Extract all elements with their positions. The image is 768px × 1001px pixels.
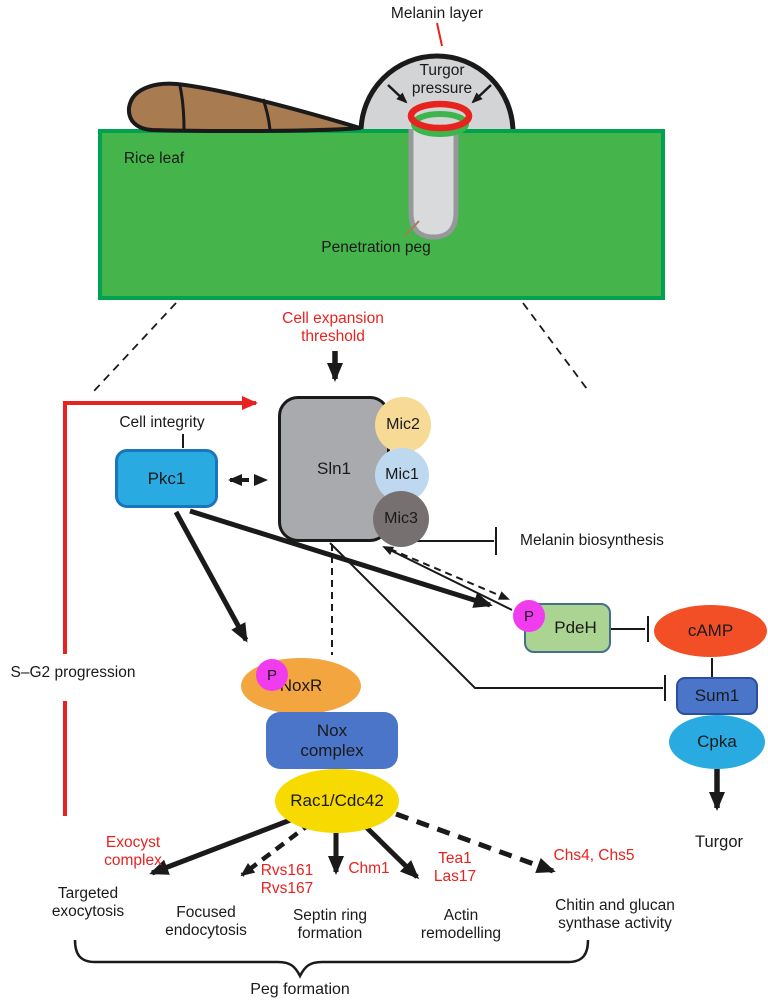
septin-ring-label: Septin ring formation (292, 907, 368, 942)
turgor-arrow-left (387, 84, 408, 104)
conidium-shape (126, 81, 362, 134)
pkc1-node: Pkc1 (115, 449, 218, 508)
turgor-output-label: Turgor (695, 833, 743, 851)
sum1-label: Sum1 (694, 686, 740, 705)
rice-leaf-label: Rice leaf (123, 150, 185, 167)
rac1-cdc42-node: Rac1/Cdc42 (275, 769, 399, 833)
phospho-label: P (266, 666, 277, 684)
cpka-node: Cpka (669, 715, 765, 769)
rice-leaf-shape (98, 129, 665, 300)
chitin-glucan-label: Chitin and glucan synthase activity (555, 897, 675, 932)
noxr-phospho-badge: P (256, 659, 288, 691)
rac-endocytosis-dashed-arrow (240, 821, 313, 877)
turgor-arrow-right (471, 84, 492, 104)
sln1-label: Sln1 (316, 459, 352, 478)
conidium-septum-1 (178, 85, 186, 131)
nox-complex-label: Nox complex (300, 720, 364, 760)
pdeh-phospho-badge: P (513, 600, 545, 632)
mic1-label: Mic1 (385, 466, 419, 483)
cpka-label: Cpka (697, 732, 737, 751)
actin-remodelling-label: Actin remodelling (420, 907, 502, 942)
melanin-pointer-line (436, 22, 443, 47)
nox-complex-node: Nox complex (266, 712, 398, 769)
rac-actin-arrow (364, 825, 420, 880)
pkc1-pdeh-arrow (189, 508, 493, 608)
appressorium-dome (358, 53, 516, 135)
peg-formation-label: Peg formation (250, 981, 350, 998)
tea1-las17-label: Tea1 Las17 (433, 850, 477, 885)
cell-integrity-label: Cell integrity (119, 414, 205, 431)
noxr-label: NoxR (279, 676, 323, 695)
camp-label: cAMP (687, 621, 734, 640)
exocyst-complex-label: Exocyst complex (104, 834, 162, 869)
sg2-progression-label: S–G2 progression (10, 664, 136, 681)
cell-expansion-threshold-label: Cell expansion threshold (282, 310, 384, 345)
targeted-exocytosis-label: Targeted exocytosis (51, 885, 125, 920)
rvs-label: Rvs161 Rvs167 (260, 862, 314, 897)
melanin-layer-label: Melanin layer (390, 5, 484, 22)
sg2-progression-path (63, 403, 256, 816)
appressorium-pore-ring-red (407, 100, 473, 132)
mic3-label: Mic3 (384, 510, 418, 527)
melanin-biosynthesis-label: Melanin biosynthesis (520, 532, 664, 549)
rac-chitin-dashed-arrow (395, 811, 556, 874)
turgor-pressure-label: Turgor pressure (411, 62, 473, 97)
rac-exocytosis-arrow (149, 816, 294, 876)
penetration-peg-shape (408, 129, 459, 240)
mic2-node: Mic2 (375, 397, 431, 453)
sln1-node: Sln1 (278, 396, 390, 542)
pkc1-label: Pkc1 (147, 468, 186, 488)
rac1-cdc42-label: Rac1/Cdc42 (290, 791, 384, 810)
focused-endocytosis-label: Focused endocytosis (165, 904, 247, 939)
sum1-node: Sum1 (676, 677, 758, 715)
chm1-label: Chm1 (348, 860, 390, 877)
mic2-label: Mic2 (386, 416, 420, 433)
conidium-septum-2 (261, 98, 272, 131)
camp-node: cAMP (654, 605, 767, 657)
zoom-dashed-right (522, 302, 588, 390)
sln1-pdeh-dashed-arrow (389, 548, 510, 600)
peg-pointer-line (404, 220, 420, 237)
pkc1-noxr-arrow (173, 510, 249, 643)
pdeh-label: PdeH (554, 618, 597, 637)
chs-label: Chs4, Chs5 (553, 847, 635, 864)
phospho-label: P (523, 607, 534, 625)
mic3-node: Mic3 (373, 491, 429, 547)
zoom-dashed-left (93, 302, 177, 392)
sln1-sum1-line (329, 542, 663, 689)
penetration-peg-label: Penetration peg (321, 239, 431, 256)
peg-formation-brace (73, 939, 590, 979)
